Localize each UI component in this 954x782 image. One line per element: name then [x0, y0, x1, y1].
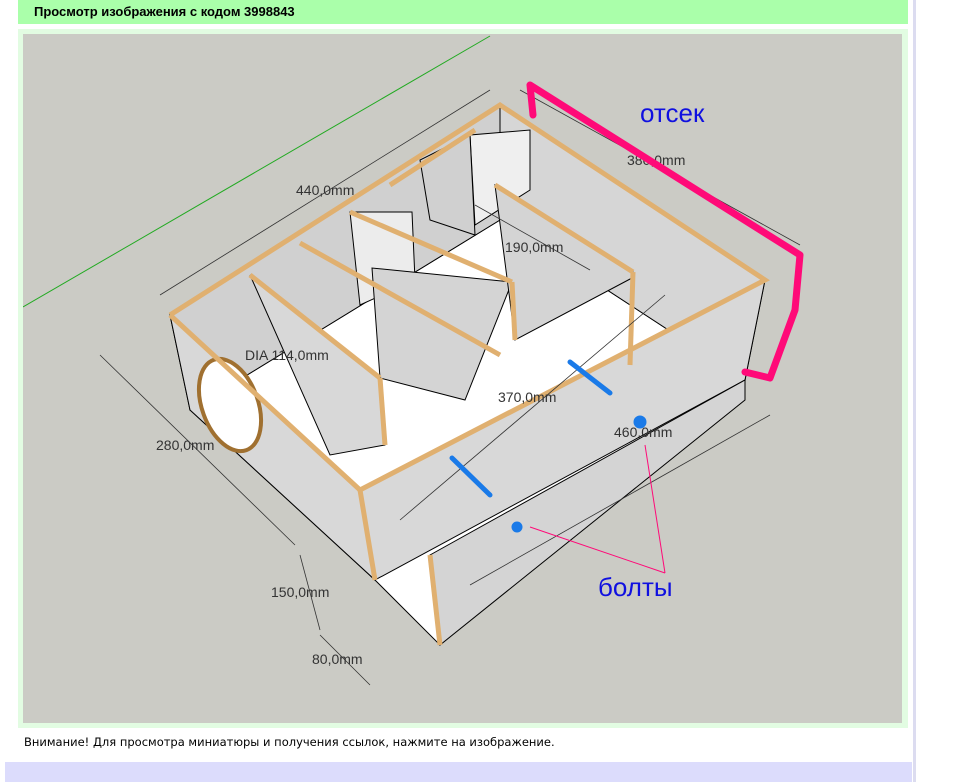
dim-80: 80,0mm [312, 651, 363, 667]
image-frame: 440,0mm 380,0mm 190,0mm DIA 114,0mm 370,… [18, 29, 908, 728]
dim-150: 150,0mm [271, 584, 329, 600]
page-header: Просмотр изображения с кодом 3998843 [18, 0, 908, 24]
dim-370: 370,0mm [498, 389, 556, 405]
dim-dia: DIA 114,0mm [245, 347, 329, 363]
dim-460: 460,0mm [614, 424, 672, 440]
axis-line [23, 35, 491, 308]
compartment-highlight [526, 81, 804, 382]
label-bolts: болты [598, 572, 673, 602]
bolt-arrows [529, 444, 666, 574]
label-compartment: отсек [640, 98, 705, 128]
page-border [913, 0, 916, 782]
dim-440: 440,0mm [296, 182, 354, 198]
bolt-marks [449, 359, 647, 533]
dim-280: 280,0mm [156, 437, 214, 453]
hint-text: Внимание! Для просмотра миниатюры и полу… [24, 735, 555, 749]
footer-bar [5, 762, 912, 782]
page-title: Просмотр изображения с кодом 3998843 [34, 4, 295, 19]
dim-190: 190,0mm [505, 239, 563, 255]
preview-image[interactable]: 440,0mm 380,0mm 190,0mm DIA 114,0mm 370,… [23, 34, 902, 723]
box-model [168, 102, 770, 646]
